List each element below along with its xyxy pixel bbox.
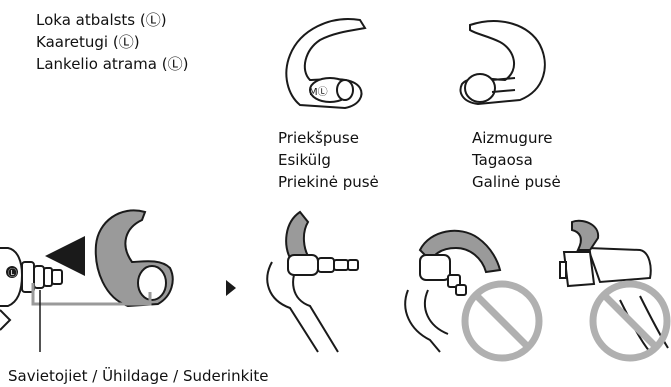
earbud-marker: Ⓛ bbox=[8, 268, 17, 279]
support-name-estonian: Kaaretugi (Ⓛ) bbox=[36, 31, 188, 53]
front-view-latvian: Priekšpuse bbox=[278, 127, 379, 149]
front-view-marker: MⓁ bbox=[309, 86, 328, 98]
arc-support-being-attached bbox=[96, 210, 173, 306]
support-name-label: Loka atbalsts (Ⓛ) Kaaretugi (Ⓛ) Lankelio… bbox=[36, 9, 188, 75]
earbud-correct bbox=[267, 212, 358, 352]
front-view-estonian: Esikülg bbox=[278, 149, 379, 171]
support-name-lithuanian: Lankelio atrama (Ⓛ) bbox=[36, 53, 188, 75]
next-step-arrow bbox=[226, 280, 236, 296]
earbud-housing bbox=[0, 248, 62, 330]
arc-support-back-view bbox=[461, 21, 545, 104]
front-view-label: Priekšpuse Esikülg Priekinė pusė bbox=[278, 127, 379, 193]
back-view-lithuanian: Galinė pusė bbox=[472, 171, 561, 193]
prohibition-sign-1 bbox=[465, 284, 539, 358]
align-caption: Savietojiet / Ühildage / Suderinkite bbox=[8, 365, 269, 387]
back-view-latvian: Aizmugure bbox=[472, 127, 561, 149]
back-view-label: Aizmugure Tagaosa Galinė pusė bbox=[472, 127, 561, 193]
front-view-lithuanian: Priekinė pusė bbox=[278, 171, 379, 193]
back-view-estonian: Tagaosa bbox=[472, 149, 561, 171]
prohibition-sign-2 bbox=[593, 284, 667, 358]
support-name-latvian: Loka atbalsts (Ⓛ) bbox=[36, 9, 188, 31]
